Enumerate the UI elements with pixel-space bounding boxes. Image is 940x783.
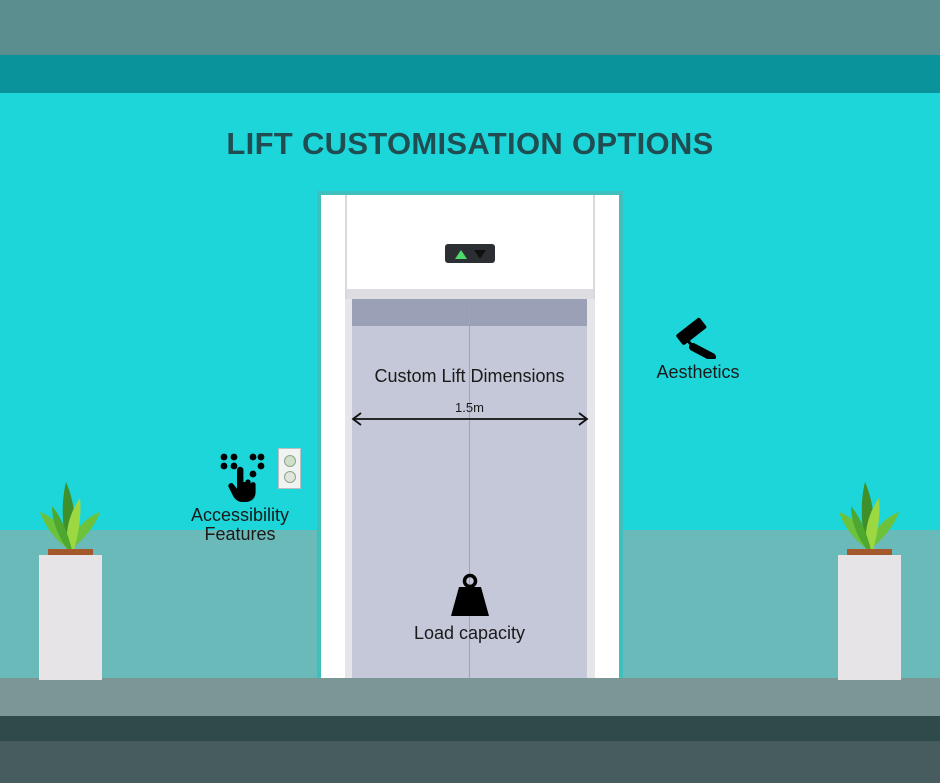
arrow-down-icon bbox=[474, 250, 486, 259]
floor-middle bbox=[0, 716, 940, 741]
ceiling-trim bbox=[0, 55, 940, 93]
load-capacity-label: Load capacity bbox=[413, 623, 526, 643]
braille-touch-icon bbox=[220, 453, 265, 502]
call-down-button bbox=[284, 471, 296, 483]
planter-soil-right bbox=[847, 549, 892, 556]
planter-left bbox=[39, 555, 102, 680]
floor-indicator bbox=[445, 244, 495, 263]
planter-right bbox=[838, 555, 901, 680]
floor-bottom bbox=[0, 741, 940, 783]
floor-top bbox=[0, 678, 940, 716]
arrow-up-icon bbox=[455, 250, 467, 259]
call-up-button bbox=[284, 455, 296, 467]
call-button-panel bbox=[278, 448, 301, 489]
width-label: 1.5m bbox=[455, 400, 484, 415]
dimensions-label: Custom Lift Dimensions bbox=[374, 366, 565, 386]
page-title: LIFT CUSTOMISATION OPTIONS bbox=[226, 126, 714, 161]
aesthetics-label: Aesthetics bbox=[656, 362, 740, 382]
paint-roller-icon bbox=[676, 317, 716, 359]
plant-right bbox=[839, 482, 899, 550]
lift-header bbox=[347, 195, 593, 289]
lift-jamb-right bbox=[587, 299, 595, 678]
ceiling bbox=[0, 0, 940, 55]
width-arrow-icon bbox=[351, 412, 589, 426]
lift-header-shadow bbox=[347, 289, 593, 299]
lift-door-seam bbox=[469, 299, 470, 678]
weight-icon bbox=[451, 573, 489, 616]
lift-jamb-left bbox=[345, 299, 352, 678]
accessibility-label: Accessibility Features bbox=[190, 505, 290, 544]
planter-soil-left bbox=[48, 549, 93, 556]
plant-left bbox=[40, 482, 100, 550]
